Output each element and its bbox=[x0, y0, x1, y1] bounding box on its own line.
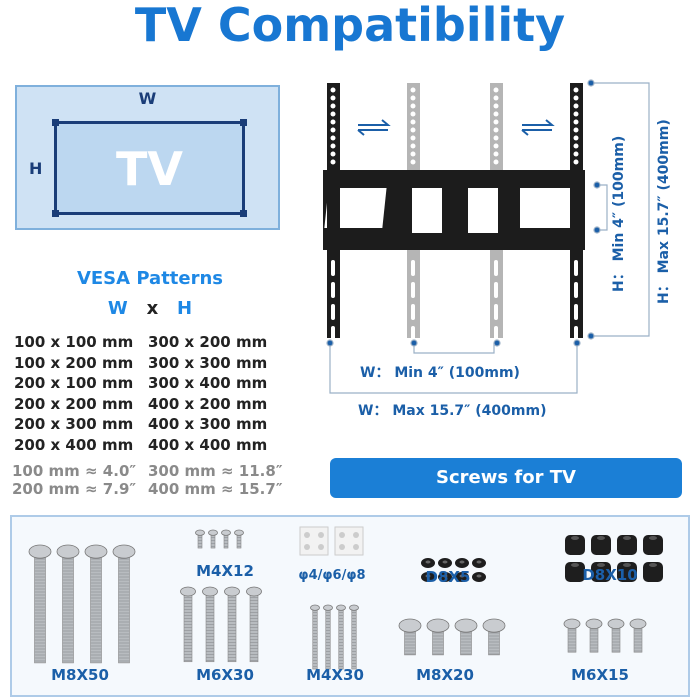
bolt bbox=[607, 618, 625, 653]
washer-label: D8X5 bbox=[425, 568, 471, 586]
page-title: TV Compatibility bbox=[134, 0, 566, 52]
conversion: 100 mm ≈ 4.0″ bbox=[12, 462, 137, 480]
bolt bbox=[112, 544, 136, 664]
conversion: 400 mm ≈ 15.7″ bbox=[148, 480, 283, 498]
spacer bbox=[591, 562, 611, 582]
screw-label: M4X12 bbox=[196, 562, 254, 580]
spacer bbox=[591, 535, 611, 555]
vesa-item: 100 x 200 mm bbox=[14, 353, 134, 372]
vesa-item: 400 x 300 mm bbox=[148, 415, 268, 433]
bolt bbox=[28, 544, 52, 664]
w-label: W bbox=[107, 298, 128, 319]
spacer bbox=[565, 562, 585, 582]
conversions-right: 300 mm ≈ 11.8″ 400 mm ≈ 15.7″ bbox=[148, 462, 283, 498]
vesa-item: 400 x 200 mm bbox=[148, 394, 268, 413]
spacer-block bbox=[299, 526, 329, 556]
slide-arrow-icon bbox=[357, 119, 555, 136]
bolt bbox=[349, 604, 359, 670]
vesa-item: 300 x 200 mm bbox=[148, 333, 268, 351]
bolt bbox=[202, 586, 218, 663]
bolt bbox=[180, 586, 196, 663]
bolt bbox=[585, 618, 603, 653]
width-min-label: W： Min 4″ (100mm) bbox=[360, 365, 520, 381]
vesa-item: 300 x 300 mm bbox=[148, 353, 268, 372]
bolt bbox=[224, 586, 240, 663]
tv-width-label: W bbox=[138, 89, 157, 108]
spacer bbox=[617, 535, 637, 555]
bolt bbox=[336, 604, 346, 670]
width-max-label: W： Max 15.7″ (400mm) bbox=[358, 403, 547, 419]
spacer bbox=[643, 562, 663, 582]
bolt bbox=[323, 604, 333, 670]
spacer bbox=[643, 535, 663, 555]
mount-rails bbox=[323, 83, 585, 338]
bolt bbox=[563, 618, 581, 653]
vesa-item: 200 x 100 mm bbox=[14, 374, 134, 392]
x-label: x bbox=[146, 298, 159, 319]
bolt bbox=[310, 604, 320, 670]
vesa-item: 200 x 300 mm bbox=[14, 415, 134, 433]
h-label: H bbox=[177, 298, 193, 319]
bolt bbox=[234, 529, 244, 549]
screw-label: M4X30 bbox=[306, 666, 364, 684]
screw-label: M8X50 bbox=[51, 666, 109, 684]
vesa-item: 200 x 400 mm bbox=[14, 435, 134, 454]
bolt bbox=[426, 618, 450, 656]
bolt bbox=[246, 586, 262, 663]
spacer bbox=[617, 562, 637, 582]
bolt bbox=[208, 529, 218, 549]
conversions-left: 100 mm ≈ 4.0″ 200 mm ≈ 7.9″ bbox=[12, 462, 136, 498]
bolt bbox=[482, 618, 506, 656]
screws-header: Screws for TV bbox=[330, 458, 682, 498]
screw-label: M6X15 bbox=[571, 666, 629, 684]
height-max-label: H： Max 15.7″ (400mm) bbox=[656, 119, 672, 304]
spacer-block bbox=[334, 526, 364, 556]
bolt bbox=[454, 618, 478, 656]
vesa-list-left: 100 x 100 mm 100 x 200 mm 200 x 100 mm 2… bbox=[14, 332, 133, 455]
spacer bbox=[565, 535, 585, 555]
spacer-label: D8X10 bbox=[582, 566, 638, 584]
screw-label: M8X20 bbox=[416, 666, 474, 684]
conversion: 200 mm ≈ 7.9″ bbox=[12, 480, 137, 498]
vesa-item: 400 x 400 mm bbox=[148, 435, 268, 454]
tv-label: TV bbox=[116, 142, 183, 196]
bolt bbox=[84, 544, 108, 664]
vesa-item: 100 x 100 mm bbox=[14, 333, 134, 351]
bolt bbox=[195, 529, 205, 549]
screw-label: M6X30 bbox=[196, 666, 254, 684]
vesa-wxh: W x H bbox=[0, 298, 300, 319]
vesa-title: VESA Patterns bbox=[76, 268, 224, 289]
bolt bbox=[56, 544, 80, 664]
conversion: 300 mm ≈ 11.8″ bbox=[148, 462, 283, 480]
vesa-item: 300 x 400 mm bbox=[148, 374, 268, 392]
height-min-label: H： Min 4″ (100mm) bbox=[611, 135, 627, 292]
spacer-label: φ4/φ6/φ8 bbox=[298, 568, 366, 583]
screws-illustration bbox=[28, 526, 663, 670]
bolt bbox=[629, 618, 647, 653]
bolt bbox=[221, 529, 231, 549]
tv-diagram: W H TV bbox=[15, 85, 280, 230]
bolt bbox=[398, 618, 422, 656]
mount-diagram bbox=[323, 79, 650, 394]
tv-height-label: H bbox=[29, 159, 43, 178]
vesa-item: 200 x 200 mm bbox=[14, 394, 134, 413]
vesa-rectangle: TV bbox=[52, 119, 247, 217]
vesa-list-right: 300 x 200 mm 300 x 300 mm 300 x 400 mm 4… bbox=[148, 332, 267, 455]
